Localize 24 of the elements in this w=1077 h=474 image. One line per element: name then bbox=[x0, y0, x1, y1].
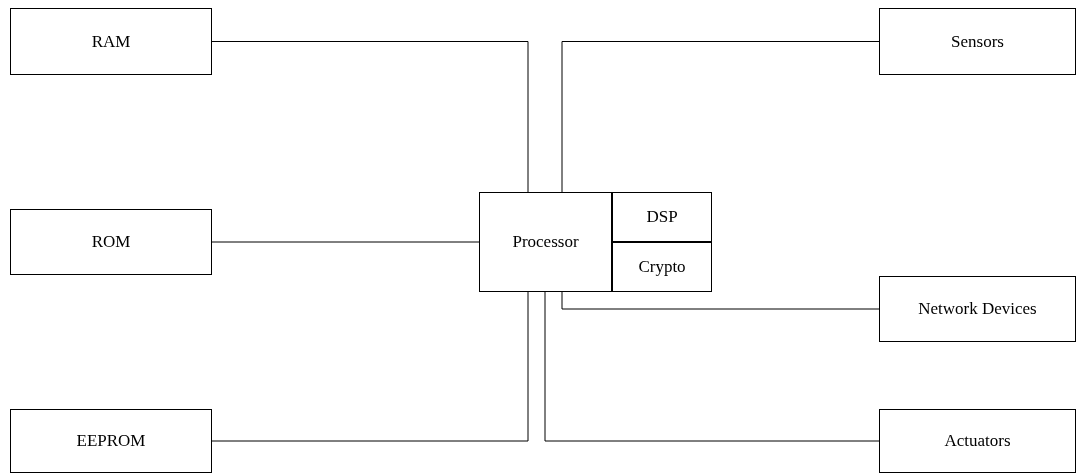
component-box bbox=[10, 209, 212, 275]
connector-line bbox=[211, 41, 529, 193]
box-label: EEPROM bbox=[76, 430, 146, 453]
box-label: RAM bbox=[91, 30, 131, 53]
box-label: Actuators bbox=[944, 430, 1011, 453]
component-box bbox=[10, 8, 212, 75]
component-box bbox=[479, 192, 612, 292]
box-label: ROM bbox=[91, 231, 131, 254]
component-box bbox=[612, 242, 712, 292]
component-box bbox=[879, 8, 1076, 75]
connector-line bbox=[561, 291, 880, 310]
connector-line bbox=[544, 291, 880, 442]
box-label: Processor bbox=[512, 231, 579, 254]
box-label: Crypto bbox=[638, 256, 686, 279]
connector-line bbox=[561, 41, 880, 193]
component-box bbox=[10, 409, 212, 473]
component-box bbox=[879, 276, 1076, 342]
box-label: DSP bbox=[646, 206, 678, 229]
component-box bbox=[879, 409, 1076, 473]
box-label: Sensors bbox=[951, 30, 1004, 53]
box-label: Network Devices bbox=[918, 298, 1037, 321]
connector-line bbox=[211, 241, 480, 243]
component-box bbox=[612, 192, 712, 242]
connector-line bbox=[211, 291, 529, 442]
